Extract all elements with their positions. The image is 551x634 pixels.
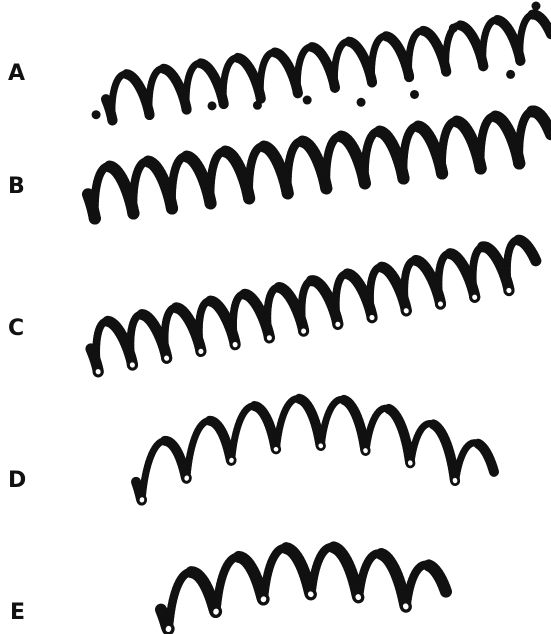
helix-e [161,547,446,629]
side-chain-dot [506,70,515,79]
helix-d [136,399,494,501]
side-chain-dot [253,101,262,110]
helix-a [92,1,551,120]
helix-b [88,111,551,218]
helix-ribbon-segment [444,588,445,592]
helix-ribbon-segment [534,257,536,260]
side-chain-dot [531,1,540,10]
side-chain-dot [410,90,419,99]
side-chain-dot [357,98,366,107]
side-chain-dot [208,101,217,110]
helix-c [91,240,536,372]
side-chain-dot [303,96,312,105]
side-chain-dot [92,110,101,119]
helix-ribbon-segment [493,468,494,472]
side-chain-dot [449,24,458,33]
